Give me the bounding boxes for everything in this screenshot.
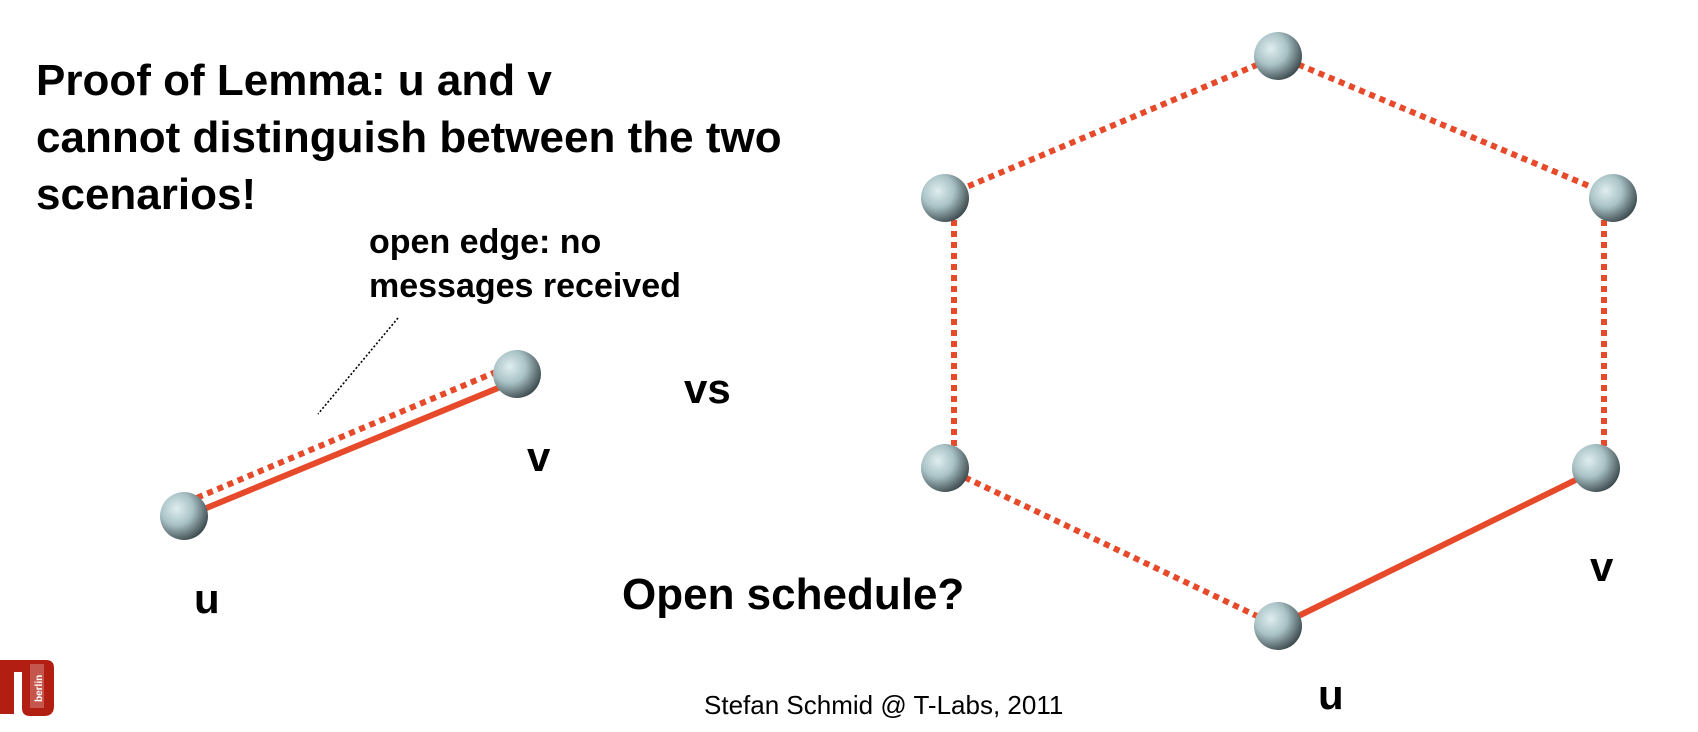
annotation-line: open edge: no <box>369 223 602 261</box>
right-label-u: u <box>1318 671 1344 718</box>
logo-text: berlin <box>34 675 45 702</box>
logo-highlight <box>30 664 44 708</box>
open-edge-annotation: open edge: no messages received <box>369 220 681 308</box>
left-open-edge-dotted <box>185 363 512 505</box>
title-line: Proof of Lemma: u and v <box>36 56 552 105</box>
title-line: scenarios! <box>36 170 257 219</box>
slide-footer: Stefan Schmid @ T-Labs, 2011 <box>704 690 1064 720</box>
left-edge-solid <box>185 378 517 519</box>
right-node-upper-right <box>1589 174 1637 222</box>
vs-label: vs <box>684 365 731 412</box>
right-node-upper-left <box>921 174 969 222</box>
right-edge-lower-left-u <box>943 465 1280 629</box>
right-edge-u-v-solid <box>1276 467 1598 629</box>
right-node-top <box>1254 32 1302 80</box>
annotation-pointer-line <box>317 317 399 415</box>
left-label-v: v <box>527 433 551 480</box>
left-node-v <box>493 350 541 398</box>
open-schedule-question: Open schedule? <box>622 570 965 619</box>
slide-title: Proof of Lemma: u and v cannot distingui… <box>36 52 876 223</box>
right-edge-top-upper-left <box>943 53 1280 199</box>
right-node-u <box>1254 602 1302 650</box>
left-label-u: u <box>194 575 220 622</box>
title-line: cannot distinguish between the two <box>36 113 782 162</box>
right-label-v: v <box>1590 543 1614 590</box>
right-edge-top-upper-right <box>1276 53 1615 199</box>
right-node-v <box>1572 444 1620 492</box>
tu-berlin-logo-icon: berlin <box>0 660 54 716</box>
annotation-line: messages received <box>369 267 681 305</box>
right-node-lower-left <box>921 444 969 492</box>
left-node-u <box>160 492 208 540</box>
